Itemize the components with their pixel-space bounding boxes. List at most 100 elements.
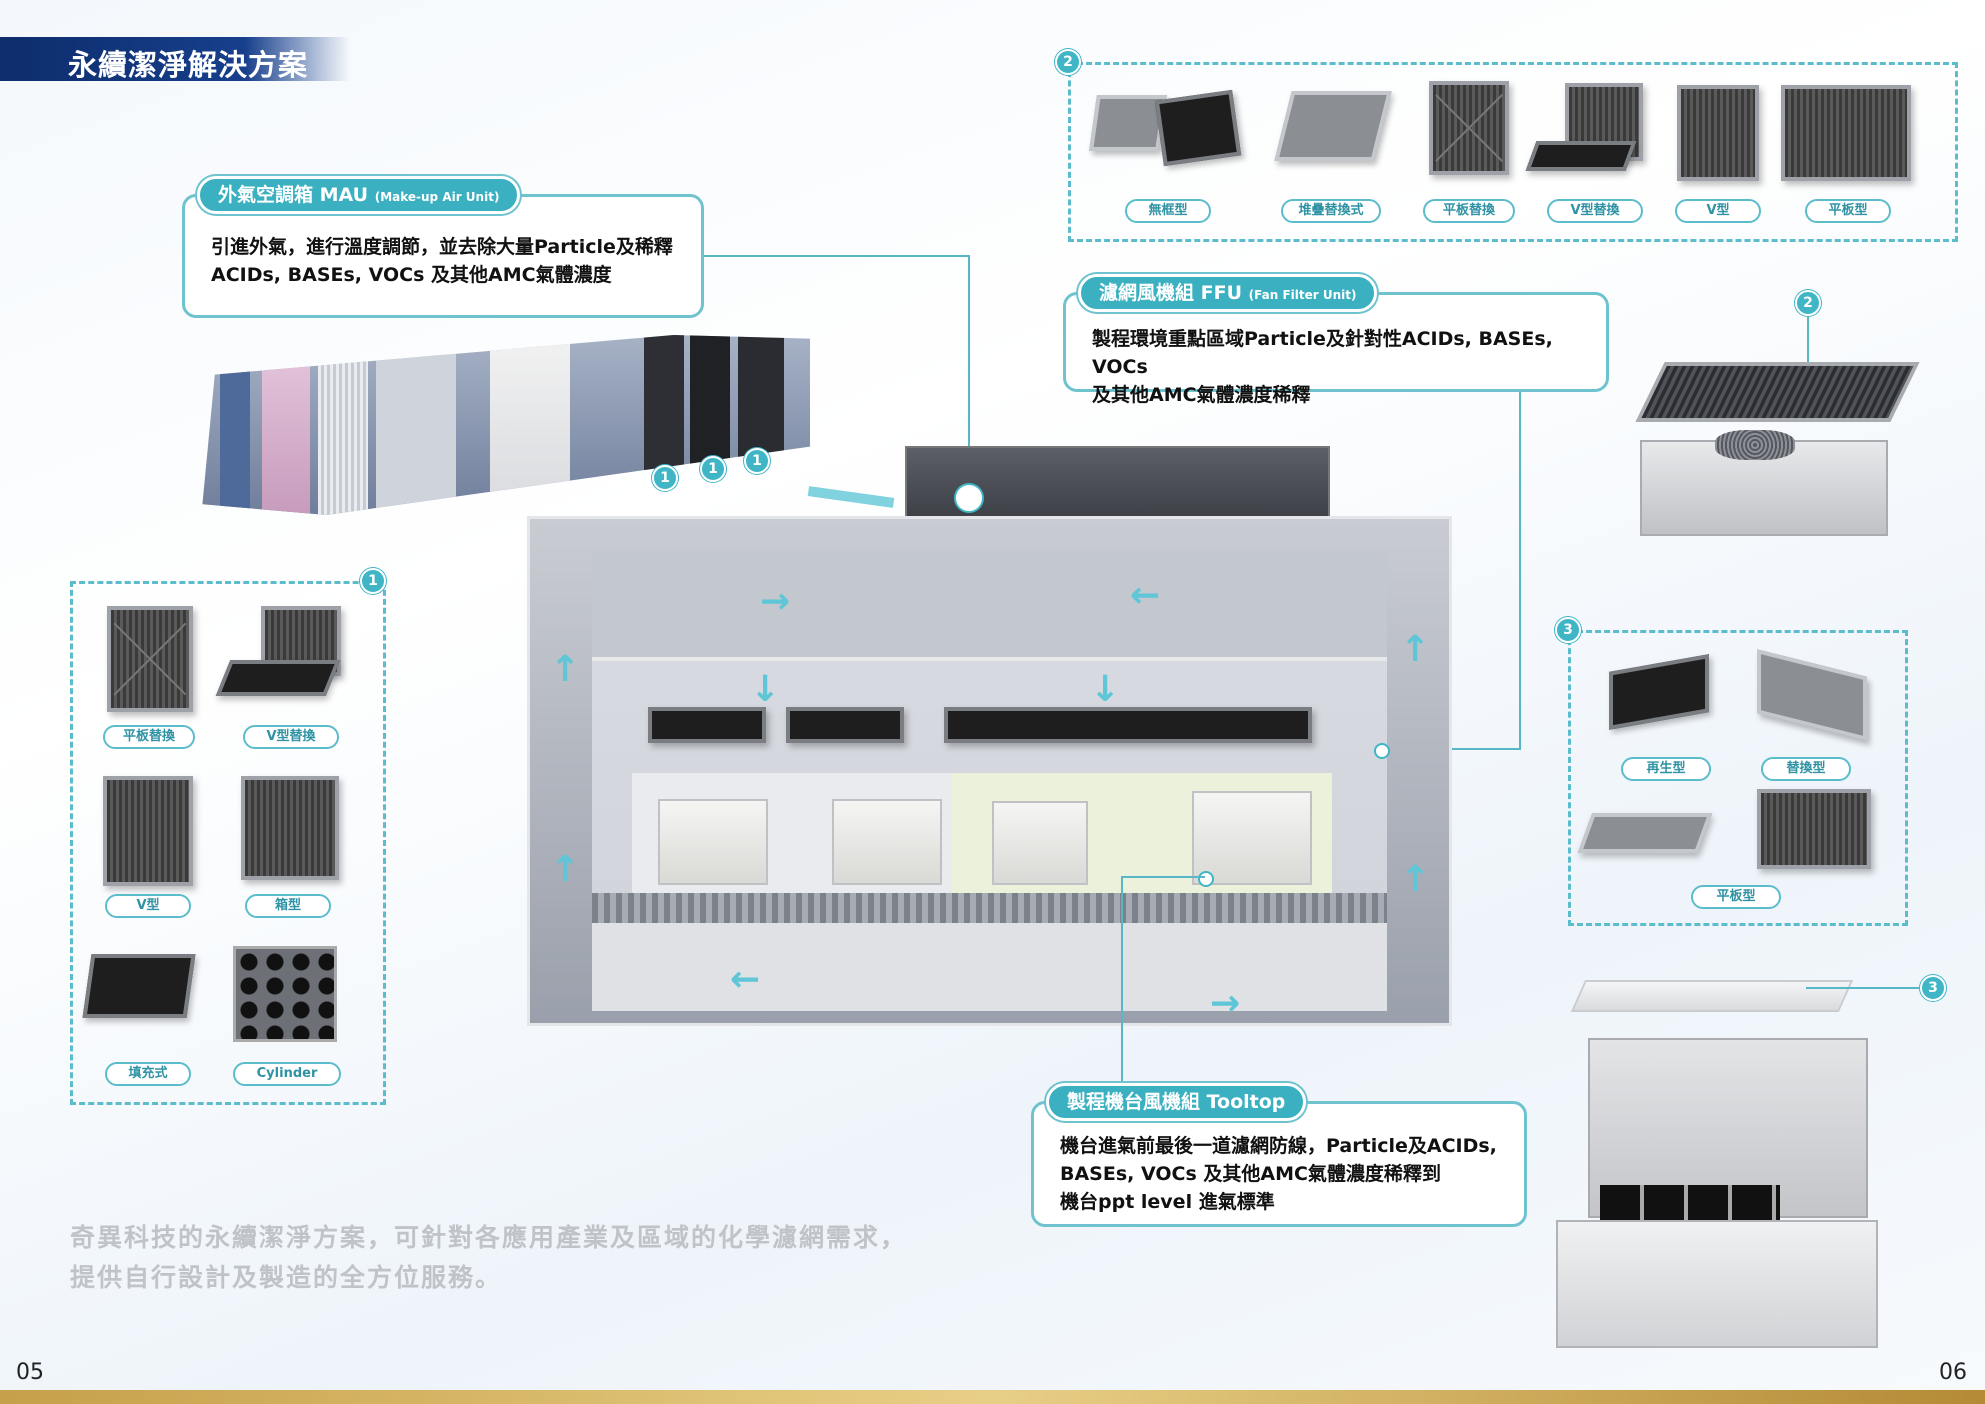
tooltop-marker-dot (1198, 871, 1214, 887)
airflow-arrow-icon: ↑ (1400, 629, 1431, 670)
filter-image-stacked (1274, 91, 1392, 161)
mau-duct-marker (956, 485, 982, 511)
process-tool (992, 801, 1088, 885)
mau-filter-marker: 1 (700, 456, 726, 482)
airflow-arrow-icon: ← (1130, 575, 1161, 616)
fan-icon (1715, 430, 1795, 460)
process-tool (832, 799, 942, 885)
tooltop-filter-plate (1570, 980, 1854, 1012)
tooltop-cabinet-vents (1600, 1185, 1780, 1221)
mau-leader-line-vertical (968, 255, 970, 495)
ffu-tag-subtitle: (Fan Filter Unit) (1248, 288, 1357, 302)
ffu-unit-marker: 2 (1795, 290, 1821, 316)
panel-number-badge: 2 (1055, 49, 1081, 75)
mau-tag-title: 外氣空調箱 MAU (218, 184, 369, 206)
airflow-arrow-icon: ↑ (550, 849, 581, 890)
ffu-row (944, 707, 1312, 743)
filter-image-cylinder (233, 946, 337, 1042)
filter-label: 填充式 (105, 1062, 191, 1086)
tooltop-description: 機台進氣前最後一道濾網防線，Particle及ACIDs, BASEs, VOC… (1060, 1132, 1504, 1216)
mau-description-line: ACIDs, BASEs, VOCs 及其他AMC氣體濃度 (211, 264, 612, 286)
filter-image-flat-type (1577, 813, 1713, 853)
filter-label: V型 (105, 894, 191, 918)
airflow-arrow-icon: ↑ (1400, 859, 1431, 900)
filter-image-v-type (103, 776, 193, 886)
raised-floor (592, 893, 1387, 923)
airflow-arrow-icon: → (760, 581, 791, 622)
filter-image-flat-type-2 (1757, 789, 1871, 869)
ffu-tag: 濾網風機組 FFU (Fan Filter Unit) (1078, 274, 1378, 312)
ffu-row (786, 707, 904, 743)
airflow-arrow-icon: ← (730, 959, 761, 1000)
filter-label: Cylinder (233, 1062, 341, 1086)
tooltop-unit-leader (1806, 987, 1920, 989)
mau-tag: 外氣空調箱 MAU (Make-up Air Unit) (197, 176, 521, 214)
filter-image-v-type (1677, 85, 1759, 181)
filter-image-replaceable (1757, 649, 1867, 741)
filter-label: 箱型 (245, 894, 331, 918)
filter-image-v-replace-tray (215, 660, 341, 696)
airflow-arrow-icon: ↓ (750, 669, 781, 710)
product-panel-tooltop-filters: 3 再生型 替換型 平板型 (1555, 617, 1908, 926)
filter-label: 平板替換 (103, 725, 195, 749)
filter-label: 無框型 (1125, 199, 1211, 223)
ffu-tag-title: 濾網風機組 FFU (1099, 282, 1243, 304)
panel-number-badge: 1 (360, 568, 386, 594)
filter-image-regenerative (1609, 654, 1709, 730)
ffu-leader-line (1519, 392, 1521, 750)
filter-label: 再生型 (1621, 757, 1711, 781)
ceiling-plenum (592, 551, 1387, 661)
filter-image-flat-replace (1429, 81, 1509, 175)
airflow-arrow-icon: ↑ (550, 649, 581, 690)
tooltop-description-line: BASEs, VOCs 及其他AMC氣體濃度稀釋到 (1060, 1163, 1441, 1185)
sub-fab (592, 923, 1387, 1011)
filter-image-flat-replace (107, 606, 193, 712)
mau-filter-marker: 1 (744, 448, 770, 474)
filter-label: 平板替換 (1423, 199, 1515, 223)
tooltop-callout: 製程機台風機組 Tooltop 機台進氣前最後一道濾網防線，Particle及A… (1031, 1083, 1527, 1227)
ffu-callout: 濾網風機組 FFU (Fan Filter Unit) 製程環境重點區域Part… (1063, 274, 1609, 406)
filter-label: 堆疊替換式 (1281, 199, 1381, 223)
mau-tag-subtitle: (Make-up Air Unit) (374, 190, 500, 204)
tooltop-tag: 製程機台風機組 Tooltop (1046, 1083, 1307, 1121)
summary-text: 奇異科技的永續潔淨方案，可針對各應用產業及區域的化學濾網需求， 提供自行設計及製… (70, 1218, 970, 1298)
summary-line: 奇異科技的永續潔淨方案，可針對各應用產業及區域的化學濾網需求， (70, 1223, 908, 1252)
footer-bar (0, 1390, 1985, 1404)
mau-callout: 外氣空調箱 MAU (Make-up Air Unit) 引進外氣，進行溫度調節… (182, 176, 704, 318)
filter-image-box-type (241, 776, 339, 880)
tooltop-leader-line-h (1121, 876, 1205, 878)
mau-description: 引進外氣，進行溫度調節，並去除大量Particle及稀釋 ACIDs, BASE… (211, 233, 681, 289)
product-panel-mau-filters: 1 平板替換 V型替換 V型 箱型 填充式 Cylinder (70, 568, 386, 1105)
page-number-left: 05 (16, 1360, 44, 1385)
filter-image-frameless-2 (1154, 89, 1242, 167)
tooltop-description-line: 機台進氣前最後一道濾網防線，Particle及ACIDs, (1060, 1135, 1497, 1157)
airflow-arrow-icon: ↓ (1090, 669, 1121, 710)
ffu-marker-dot (1374, 743, 1390, 759)
filter-label: 平板型 (1691, 885, 1781, 909)
filter-label: 替換型 (1761, 757, 1851, 781)
tooltop-cabinet-base (1556, 1220, 1878, 1348)
ffu-row (648, 707, 766, 743)
summary-line: 提供自行設計及製造的全方位服務。 (70, 1263, 503, 1292)
filter-label: 平板型 (1805, 199, 1891, 223)
filter-image-v-replace-tray (1525, 141, 1637, 171)
tooltop-leader-line (1121, 876, 1123, 1086)
filter-label: V型替換 (1547, 199, 1643, 223)
ffu-description: 製程環境重點區域Particle及針對性ACIDs, BASEs, VOCs 及… (1092, 325, 1586, 409)
cleanroom-cutaway: ↑ ↑ ↑ ↑ → ← ↓ ↓ ← → (527, 516, 1452, 1026)
mau-filter-marker: 1 (652, 465, 678, 491)
title-bar: 永續潔淨解決方案 (0, 37, 350, 82)
filter-label: V型替換 (243, 725, 339, 749)
ffu-description-line: 製程環境重點區域Particle及針對性ACIDs, BASEs, VOCs (1092, 328, 1553, 378)
page-number-right: 06 (1939, 1360, 1967, 1385)
mau-leader-line (704, 255, 970, 257)
air-intake-arrow (807, 486, 895, 508)
filter-label: V型 (1675, 199, 1761, 223)
ffu-filter-top (1635, 362, 1920, 422)
process-tool (658, 799, 768, 885)
process-tool (1192, 791, 1312, 885)
tooltop-description-line: 機台ppt level 進氣標準 (1060, 1191, 1275, 1213)
panel-number-badge: 3 (1555, 617, 1581, 643)
filter-image-flat-type (1781, 85, 1911, 181)
product-panel-ffu-filters: 2 無框型 堆疊替換式 平板替換 V型替換 V型 平板型 (1055, 49, 1958, 242)
